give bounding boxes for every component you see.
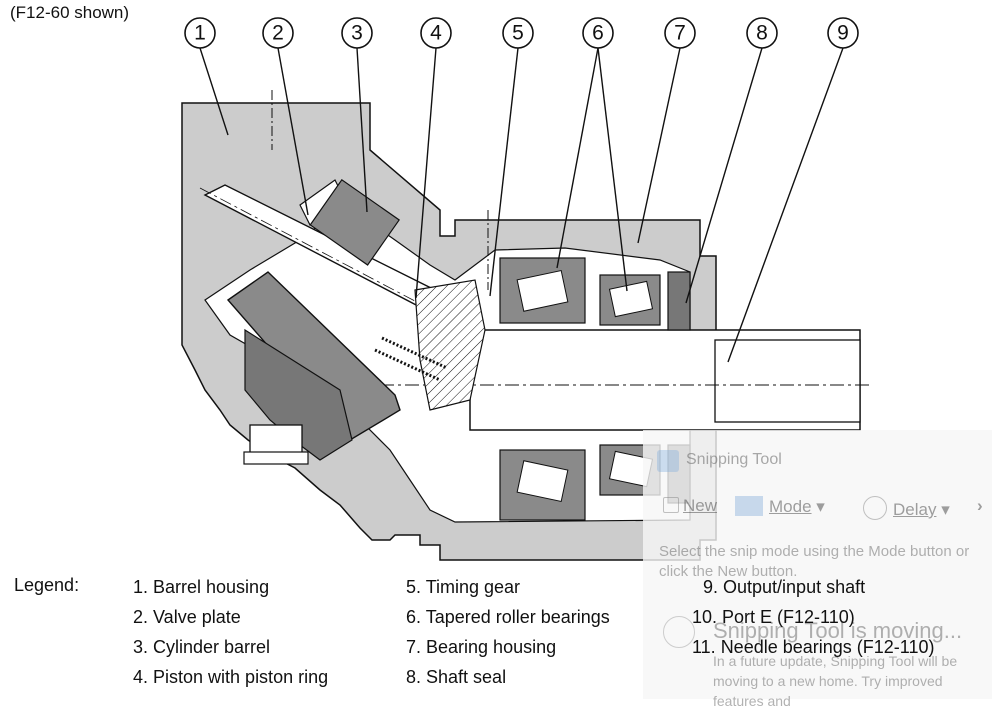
more-chevron-icon[interactable]: › <box>977 496 983 515</box>
svg-text:7: 7 <box>674 22 686 45</box>
chevron-down-icon: ▾ <box>941 500 950 519</box>
leader-6b <box>597 47 628 292</box>
callout-6: 6 <box>582 17 614 49</box>
svg-text:4: 4 <box>430 22 442 45</box>
mode-button[interactable]: Mode ▾ <box>735 496 825 517</box>
svg-text:6: 6 <box>592 22 604 45</box>
callout-5: 5 <box>502 17 534 49</box>
leader-7 <box>637 47 681 244</box>
callout-9: 9 <box>827 17 859 49</box>
shaft-end <box>714 339 861 423</box>
callout-4: 4 <box>420 17 452 49</box>
callout-3: 3 <box>341 17 373 49</box>
leader-2 <box>277 47 309 216</box>
leader-6a <box>556 47 599 269</box>
snipping-tool-window[interactable]: Snipping Tool New Mode ▾ Delay ▾ › Selec… <box>643 430 992 709</box>
legend-item: 7. Bearing housing <box>406 637 557 657</box>
chevron-down-icon: ▾ <box>816 497 825 516</box>
callout-8: 8 <box>746 17 778 49</box>
leader-4 <box>415 47 437 299</box>
shaft-seal-upper <box>667 271 691 331</box>
roller-bearing-upper-1 <box>499 257 586 324</box>
legend-item: 4. Piston with piston ring <box>133 667 329 687</box>
leader-8 <box>685 47 763 304</box>
new-snip-button[interactable]: New <box>663 496 717 516</box>
svg-text:9: 9 <box>837 22 849 45</box>
callout-7: 7 <box>664 17 696 49</box>
svg-text:1: 1 <box>194 22 206 45</box>
svg-text:3: 3 <box>351 22 363 45</box>
leader-1 <box>199 47 229 136</box>
snipping-tool-title: Snipping Tool <box>686 451 782 468</box>
snip-moving-title: Snipping Tool is moving... <box>713 618 963 643</box>
svg-text:8: 8 <box>756 22 768 45</box>
snipping-tool-icon <box>657 450 679 472</box>
delay-button[interactable]: Delay ▾ <box>863 496 950 520</box>
leader-9 <box>727 47 844 363</box>
legend-item: 1. Barrel housing <box>133 577 270 597</box>
new-snip-icon <box>663 497 679 513</box>
mode-icon <box>735 496 763 516</box>
legend-item: 8. Shaft seal <box>406 667 507 687</box>
legend-item: 5. Timing gear <box>406 577 521 597</box>
callout-2: 2 <box>262 17 294 49</box>
legend-item: 9. Output/input shaft <box>703 577 866 597</box>
snip-moving-body: In a future update, Snipping Tool will b… <box>713 653 958 709</box>
leader-5 <box>489 47 519 297</box>
callout-1: 1 <box>184 17 216 49</box>
timing-gear-hatch <box>414 279 486 411</box>
leader-3 <box>356 47 368 213</box>
svg-text:5: 5 <box>512 22 524 45</box>
legend-item: 10. Port E (F12-110) <box>692 607 855 627</box>
figure-caption: (F12-60 shown) <box>10 3 130 22</box>
legend-item: 2. Valve plate <box>133 607 241 627</box>
snip-description: Select the snip mode using the Mode butt… <box>659 543 970 580</box>
legend-title: Legend: <box>14 575 80 595</box>
clock-icon <box>863 496 887 520</box>
legend-item: 6. Tapered roller bearings <box>406 607 610 627</box>
snip-moving-icon <box>663 616 695 648</box>
legend-item: 3. Cylinder barrel <box>133 637 271 657</box>
svg-text:2: 2 <box>272 22 284 45</box>
valve-block <box>309 178 400 266</box>
legend-item: 11. Needle bearings (F12-110) <box>692 637 935 657</box>
snipping-toolbar: New Mode ▾ Delay ▾ › <box>643 488 992 524</box>
cylinder-barrel-lower <box>244 328 353 461</box>
